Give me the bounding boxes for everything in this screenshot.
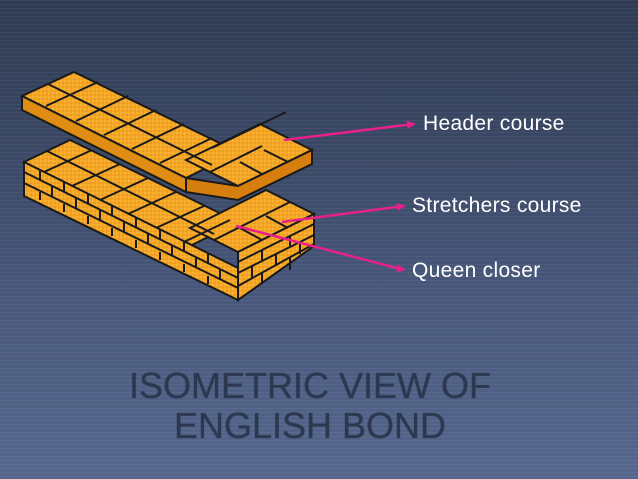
callout-arrows: [235, 120, 416, 273]
stretchers-course-label: Stretchers course: [412, 194, 582, 217]
slide-title: ISOMETRIC VIEW OF ENGLISH BOND: [60, 366, 560, 446]
arrow-icon: [235, 224, 406, 273]
queen-closer-label: Queen closer: [412, 259, 541, 282]
upper-brick-course: [19, 70, 315, 202]
arrow-icon: [283, 120, 416, 142]
header-course-label: Header course: [423, 112, 565, 135]
arrow-icon: [281, 202, 406, 224]
slide-title-line-2: ENGLISH BOND: [173, 405, 447, 446]
lower-wall-courses: [21, 138, 317, 302]
slide-title-line-1: ISOMETRIC VIEW OF: [128, 365, 491, 406]
